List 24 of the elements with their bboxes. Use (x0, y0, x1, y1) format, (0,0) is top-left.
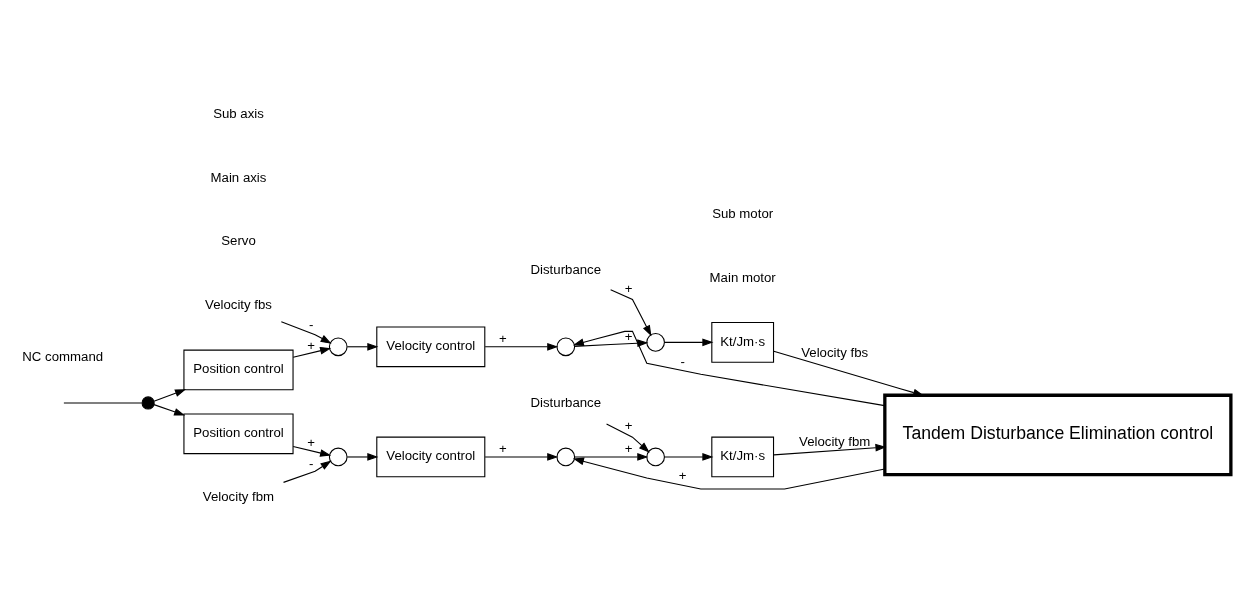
label: NC command (22, 349, 104, 365)
edge-label: + (307, 337, 316, 353)
node-text: Disturbance (530, 395, 602, 411)
node-text: Disturbance (530, 262, 602, 278)
edge-label: + (624, 441, 633, 457)
label: Main axis (210, 169, 267, 185)
edge-label: - (680, 354, 685, 370)
edge-label: - (309, 455, 314, 471)
label: Sub motor (712, 205, 774, 221)
node-text: Velocity fbm (202, 489, 275, 505)
edge-label: + (499, 441, 507, 457)
edge-label: Velocity fbm (799, 433, 871, 449)
label: Sub axis (213, 105, 264, 121)
edge-label: + (624, 328, 633, 344)
label: Main motor (709, 269, 776, 285)
edge-label: + (624, 281, 633, 297)
edge-label: + (678, 467, 687, 483)
edge-label: + (499, 331, 507, 347)
node-text: Velocity fbs (205, 297, 272, 313)
label: Servo (221, 233, 256, 249)
edge-label: + (624, 418, 633, 434)
edge-label: - (309, 316, 314, 332)
edge-label: Velocity fbs (801, 345, 869, 361)
edge-label: + (307, 434, 316, 450)
